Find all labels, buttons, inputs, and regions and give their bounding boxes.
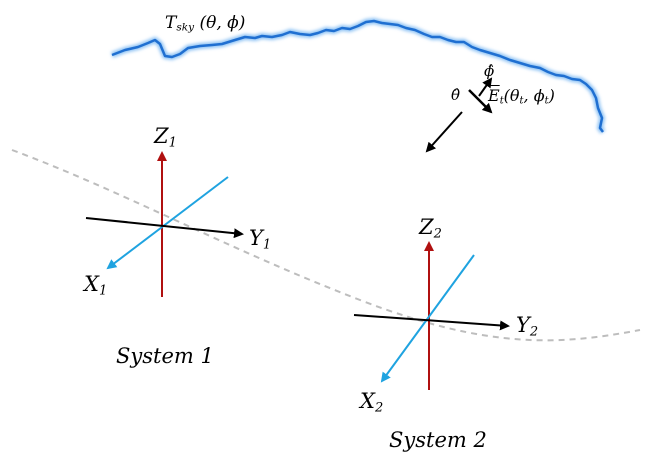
- system-2-x-axis: [380, 254, 475, 383]
- system-2-y-axis: [353, 314, 510, 331]
- field-arrow: [468, 89, 493, 114]
- system-2-z-label: Z2: [419, 215, 442, 242]
- system-2-axes: [353, 241, 510, 390]
- sky-temperature-label: Tsky (θ, ϕ): [165, 13, 246, 34]
- ground-curve: [11, 149, 641, 342]
- system-1-z-label: Z1: [154, 124, 177, 151]
- phi-hat-label: ϕ̂: [484, 62, 495, 80]
- system-2-title: System 2: [389, 428, 487, 452]
- system-1-y-label: Y1: [249, 226, 272, 253]
- system-1-title: System 1: [116, 344, 214, 368]
- system-1-y-axis: [85, 217, 244, 239]
- system-1-axes: [85, 151, 244, 297]
- field-label: Et(θt, ϕt): [488, 86, 555, 107]
- system-1-x-label: X1: [84, 272, 108, 299]
- system-2-y-label: Y2: [516, 313, 539, 340]
- phi-hat-arrow: [478, 77, 493, 97]
- theta-hat-label: θ̂: [451, 86, 461, 104]
- sky-temperature-curve: [110, 18, 606, 134]
- theta-hat-arrow: [425, 111, 463, 153]
- system-1-x-axis: [106, 176, 229, 270]
- system-2-x-label: X2: [360, 389, 384, 416]
